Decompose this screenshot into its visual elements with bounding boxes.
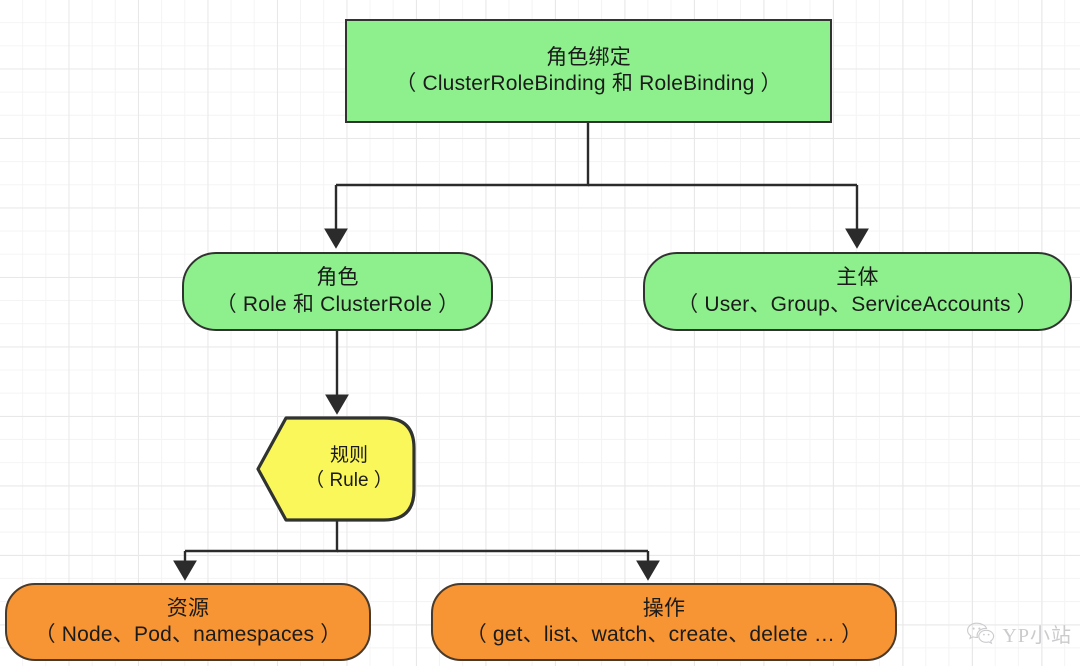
node-subject-line1: 主体 [836,266,879,290]
wechat-icon [967,622,995,644]
node-verbs-line1: 操作 [642,596,686,620]
node-rule-line1: 规则 [329,445,368,467]
node-resource-line1: 资源 [166,596,210,620]
node-resource[interactable]: 资源 （ Node、Pod、namespaces ） [5,583,371,661]
node-role-binding-line1: 角色绑定 [546,45,631,69]
node-rule[interactable]: 规则 （ Rule ） [256,416,416,522]
node-role-binding[interactable]: 角色绑定 （ ClusterRoleBinding 和 RoleBinding … [345,19,832,123]
node-role-line1: 角色 [316,266,359,290]
rule-shape [256,416,416,522]
node-resource-line2: （ Node、Pod、namespaces ） [34,623,342,646]
node-role-line2: （ Role 和 ClusterRole ） [215,292,460,316]
edge-rule-to-targets [173,521,660,581]
watermark-text: YP小站 [1002,625,1072,647]
node-role[interactable]: 角色 （ Role 和 ClusterRole ） [182,252,493,331]
node-verbs[interactable]: 操作 （ get、list、watch、create、delete … ） [431,583,897,661]
node-rule-line2: （ Rule ） [305,470,393,491]
edge-rolebinding-to-children [324,123,869,249]
node-subject-line2: （ User、Group、ServiceAccounts ） [677,292,1038,316]
node-role-binding-line2: （ ClusterRoleBinding 和 RoleBinding ） [395,72,782,95]
node-verbs-line2: （ get、list、watch、create、delete … ） [465,623,863,646]
node-subject[interactable]: 主体 （ User、Group、ServiceAccounts ） [643,252,1072,331]
watermark: YP小站 [966,619,1072,648]
